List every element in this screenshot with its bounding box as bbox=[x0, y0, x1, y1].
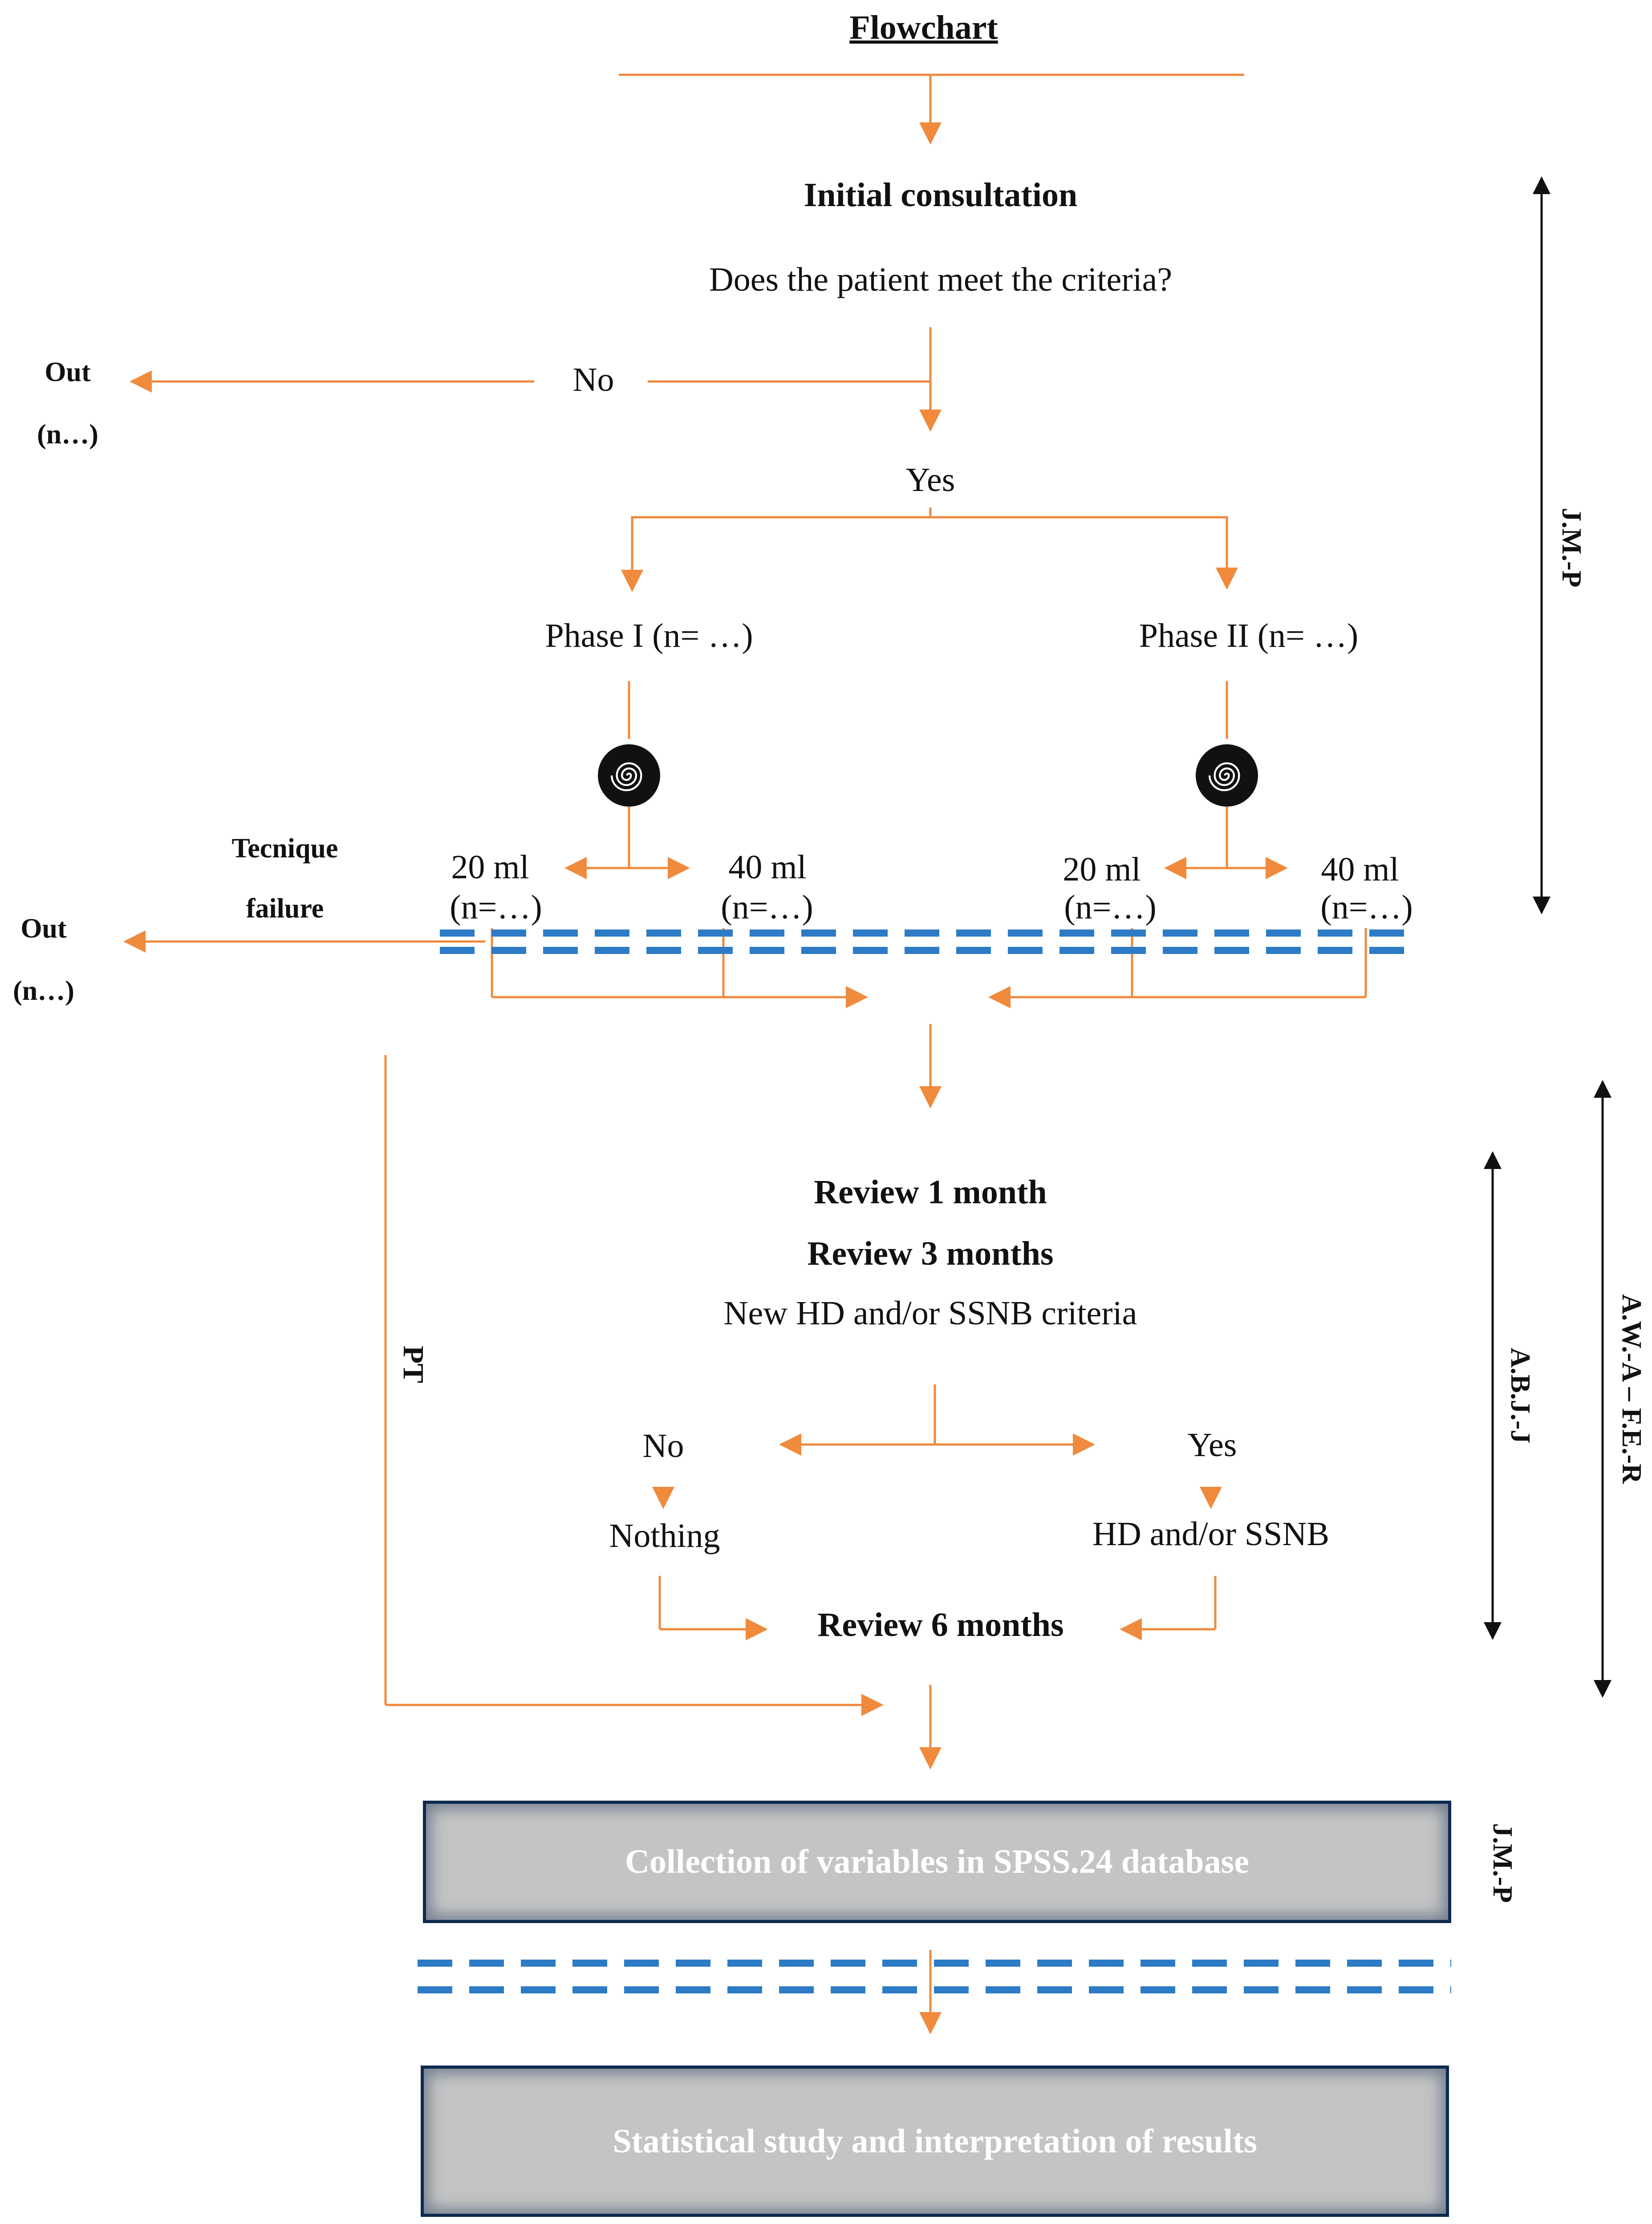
phase-2-n-20: (n=…) bbox=[1064, 889, 1157, 926]
criteria-question: Does the patient meet the criteria? bbox=[709, 261, 1173, 298]
out-label-criteria: Out bbox=[45, 357, 91, 387]
out-count-criteria: (n…) bbox=[37, 419, 98, 450]
hd-ssnb-label: HD and/or SSNB bbox=[1092, 1515, 1330, 1553]
responsible-awa-fer: A.W.-A – F.E.-R bbox=[1616, 1294, 1647, 1484]
criteria-no-label: No bbox=[572, 361, 614, 398]
phase-2-dose-40: 40 ml bbox=[1321, 851, 1399, 888]
statistical-box-label: Statistical study and interpretation of … bbox=[613, 2122, 1257, 2160]
phase-1-label: Phase I (n= …) bbox=[545, 617, 753, 654]
review-1-month: Review 1 month bbox=[814, 1173, 1047, 1211]
diagram-title: Flowchart bbox=[849, 9, 998, 46]
phase-1-dose-40: 40 ml bbox=[728, 848, 807, 886]
phase-1-n-40: (n=…) bbox=[721, 889, 813, 926]
criteria-yes-label: Yes bbox=[905, 461, 955, 499]
dashed-divider-phase bbox=[440, 929, 1416, 954]
spiral-icon bbox=[598, 744, 660, 807]
phase-1-n-20: (n=…) bbox=[450, 889, 542, 926]
dashed-divider-analysis bbox=[418, 1960, 1451, 1993]
collection-box: Collection of variables in SPSS.24 datab… bbox=[423, 1801, 1451, 1923]
review-no-label: No bbox=[642, 1427, 684, 1465]
responsible-jmp-bottom: J.M.-P bbox=[1487, 1823, 1518, 1903]
phase-2-label: Phase II (n= …) bbox=[1139, 617, 1359, 654]
spiral-icon bbox=[1196, 744, 1258, 807]
responsibility-arrows bbox=[1484, 176, 1611, 1698]
phase-2-n-40: (n=…) bbox=[1320, 889, 1413, 926]
collection-box-label: Collection of variables in SPSS.24 datab… bbox=[625, 1843, 1249, 1880]
responsible-jmp-top: J.M.-P bbox=[1556, 507, 1587, 588]
technique-failure-line1: Tecnique bbox=[231, 833, 338, 864]
pt-label: PT bbox=[397, 1345, 430, 1384]
out-label-failure: Out bbox=[20, 913, 67, 944]
responsible-abj: A.B.J.-J bbox=[1505, 1347, 1535, 1444]
nothing-label: Nothing bbox=[609, 1517, 720, 1554]
orange-flow-lines bbox=[123, 73, 1367, 2034]
phase-2-dose-20: 20 ml bbox=[1063, 851, 1141, 888]
out-count-failure: (n…) bbox=[13, 976, 74, 1006]
review-3-months: Review 3 months bbox=[807, 1235, 1054, 1272]
statistical-box: Statistical study and interpretation of … bbox=[421, 2066, 1449, 2217]
technique-failure-line2: failure bbox=[246, 893, 324, 924]
phase-1-dose-20: 20 ml bbox=[451, 848, 529, 886]
new-criteria-label: New HD and/or SSNB criteria bbox=[723, 1295, 1137, 1332]
initial-consultation-label: Initial consultation bbox=[804, 176, 1078, 214]
review-yes-label: Yes bbox=[1187, 1426, 1237, 1464]
review-6-months: Review 6 months bbox=[817, 1606, 1064, 1644]
